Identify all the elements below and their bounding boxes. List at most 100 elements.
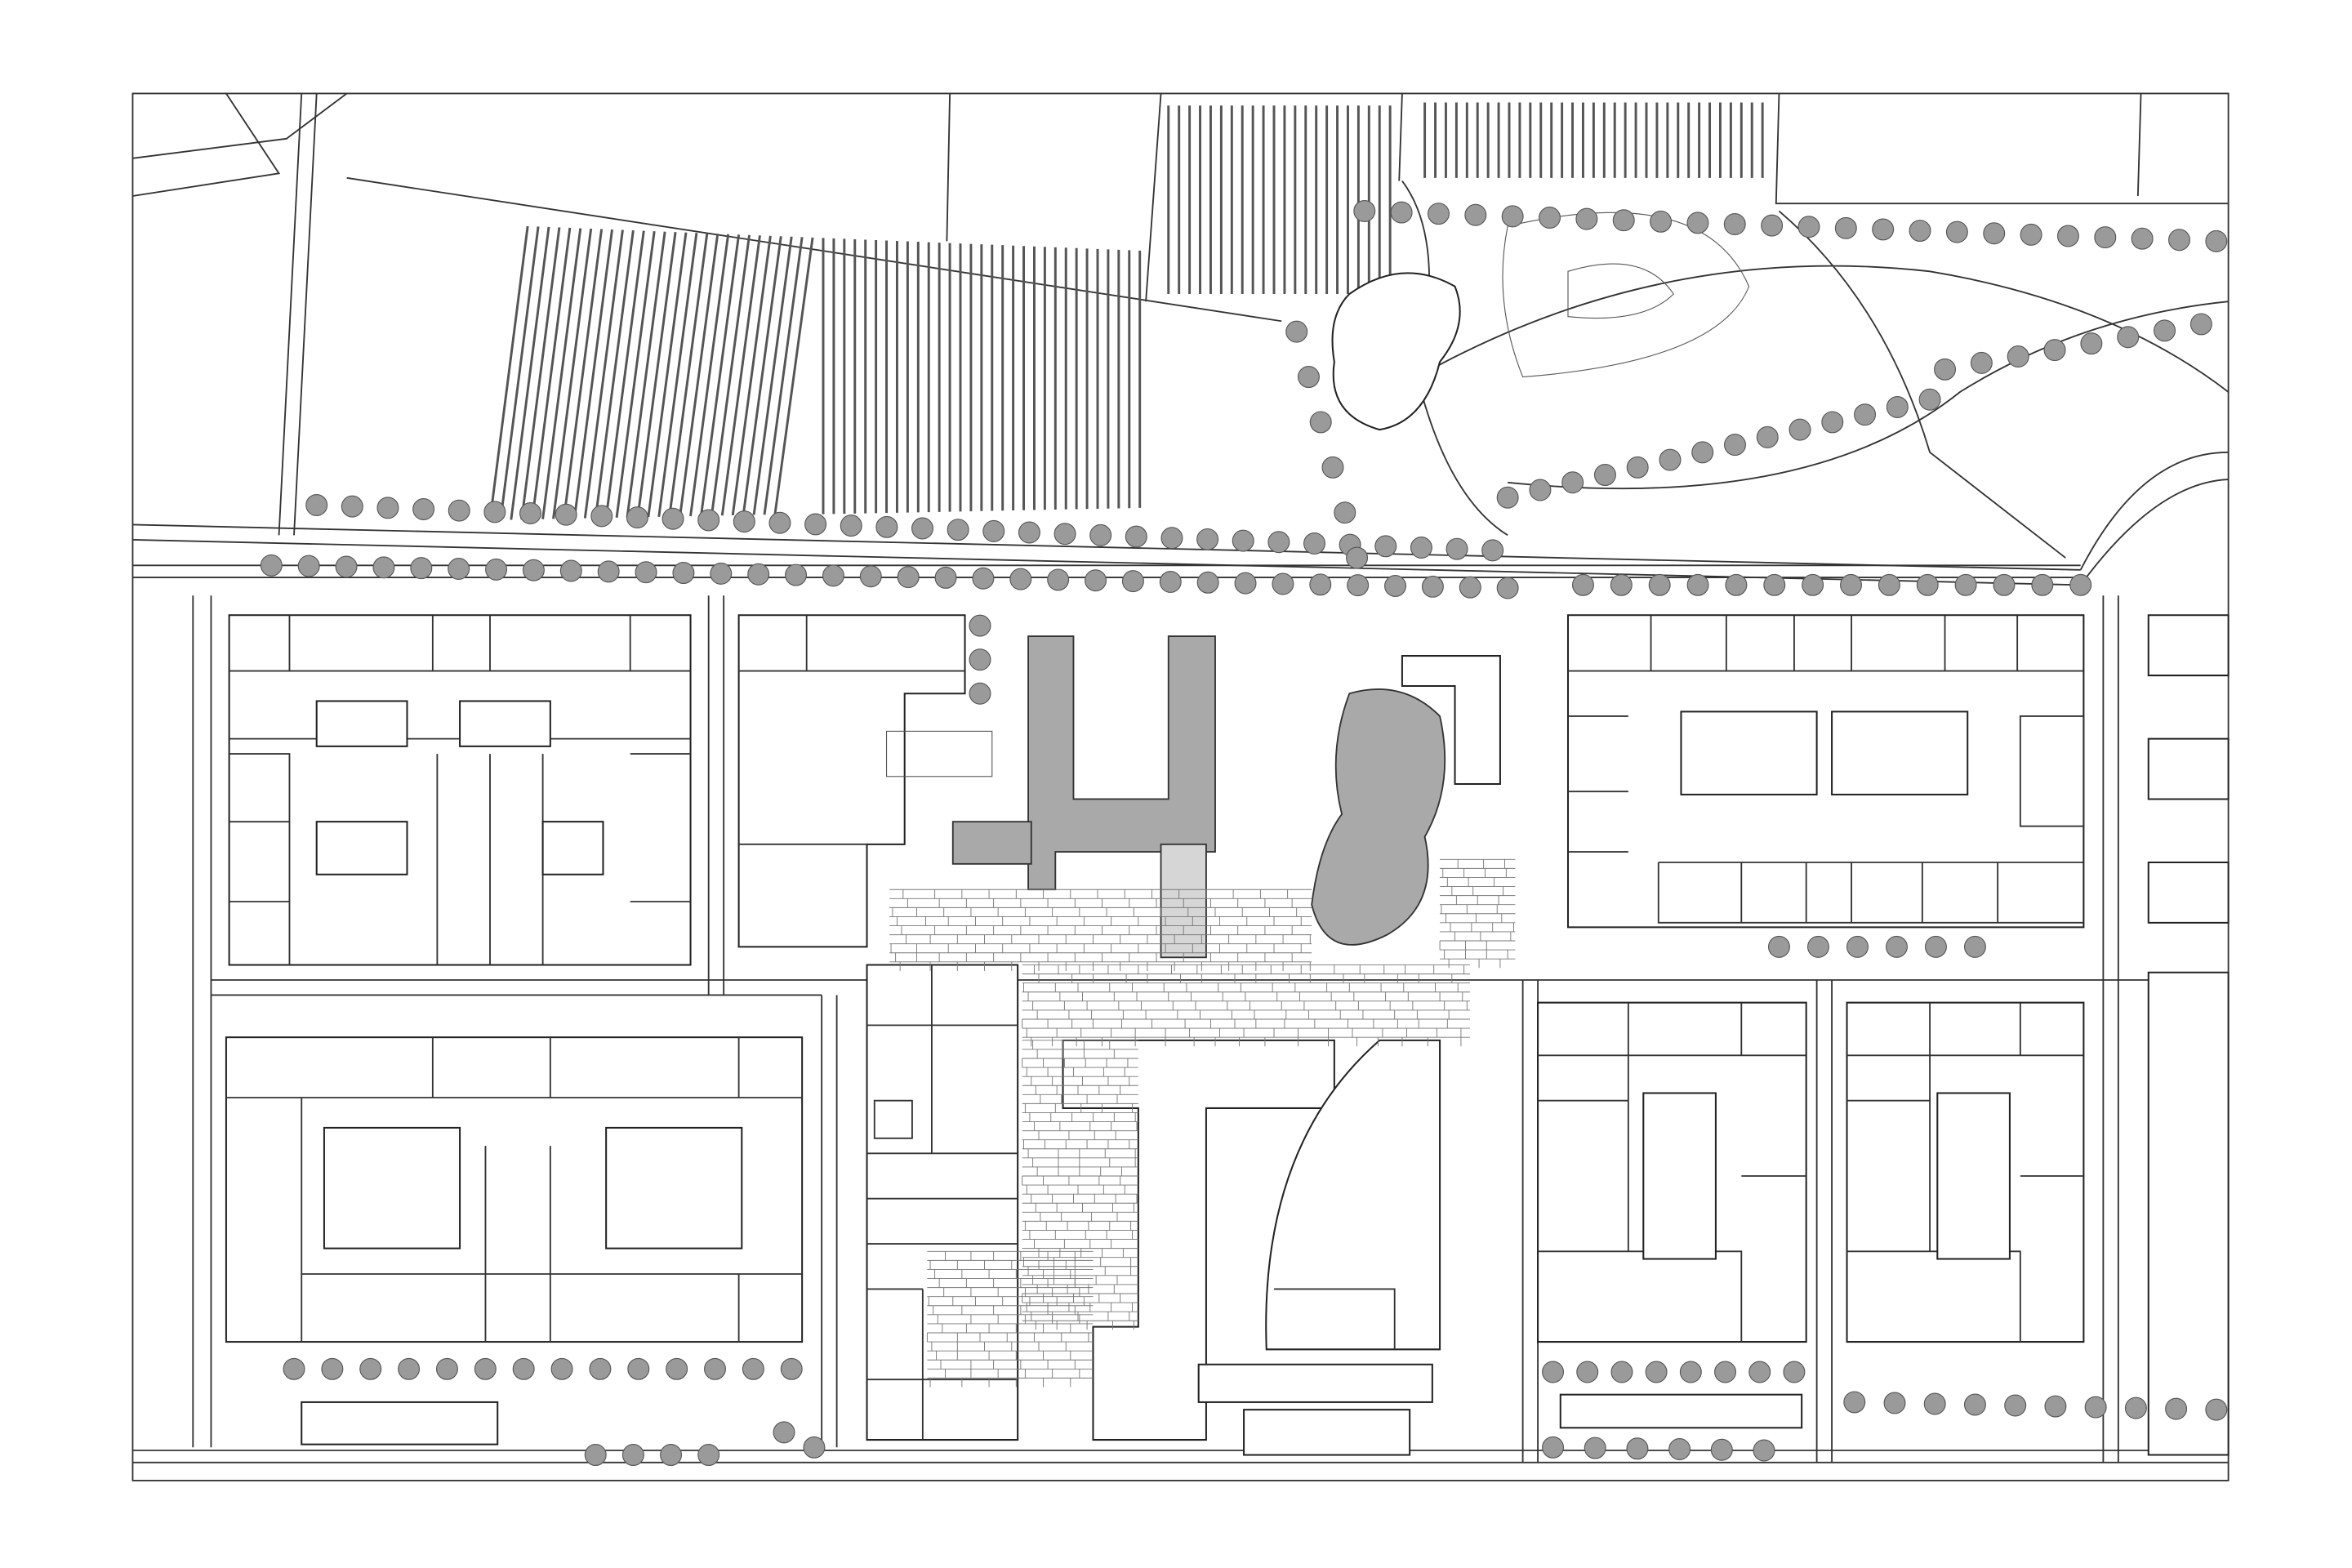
tree bbox=[1763, 573, 1786, 596]
tree bbox=[1309, 411, 1332, 434]
tree bbox=[512, 1357, 535, 1380]
tree bbox=[1659, 448, 1682, 471]
tree bbox=[1346, 546, 1369, 569]
tree bbox=[1883, 1392, 1906, 1414]
tree bbox=[1542, 1361, 1565, 1383]
tree bbox=[635, 561, 657, 584]
tree bbox=[2007, 345, 2029, 368]
tree bbox=[1821, 411, 1844, 434]
tree bbox=[697, 509, 720, 532]
tree bbox=[2189, 313, 2212, 336]
tree bbox=[1121, 570, 1144, 593]
tree bbox=[1724, 434, 1746, 457]
tree bbox=[1648, 573, 1671, 596]
field-row bbox=[583, 229, 624, 519]
tree bbox=[1753, 1439, 1775, 1462]
tree bbox=[626, 506, 648, 529]
tree bbox=[1321, 456, 1344, 479]
tree bbox=[1963, 935, 1986, 958]
field-row bbox=[594, 229, 635, 519]
tree bbox=[1916, 573, 1939, 596]
tree bbox=[897, 566, 920, 589]
tree bbox=[1761, 214, 1784, 237]
tree bbox=[1561, 471, 1584, 494]
tree bbox=[559, 559, 582, 582]
tree bbox=[1710, 1438, 1733, 1461]
tree bbox=[2205, 229, 2228, 252]
tree bbox=[305, 493, 328, 516]
tree bbox=[2084, 1396, 2107, 1419]
tree bbox=[1421, 575, 1444, 598]
tree bbox=[410, 557, 433, 580]
tree bbox=[359, 1357, 382, 1380]
tree bbox=[710, 562, 733, 585]
tree bbox=[260, 554, 283, 577]
tree bbox=[2031, 573, 2054, 596]
tree bbox=[1612, 209, 1635, 232]
tree bbox=[1872, 218, 1895, 241]
tree bbox=[1679, 1361, 1702, 1383]
tree bbox=[704, 1357, 726, 1380]
tree bbox=[2205, 1398, 2228, 1421]
tree bbox=[1846, 935, 1869, 958]
tree bbox=[1390, 201, 1413, 224]
field-rows bbox=[488, 102, 1764, 521]
tree bbox=[1714, 1361, 1737, 1383]
tree bbox=[2124, 1396, 2147, 1419]
tree bbox=[321, 1357, 344, 1380]
tree bbox=[1686, 212, 1709, 234]
tree bbox=[435, 1357, 458, 1380]
tree bbox=[485, 558, 508, 581]
tree bbox=[1993, 573, 2016, 596]
tree bbox=[1576, 1361, 1599, 1383]
tree bbox=[1085, 569, 1107, 592]
tree bbox=[376, 497, 399, 519]
tree bbox=[1529, 479, 1552, 501]
tree bbox=[969, 614, 991, 637]
tree bbox=[1054, 523, 1076, 546]
tree bbox=[1297, 366, 1320, 389]
field-row bbox=[572, 229, 614, 519]
tree bbox=[1970, 351, 1993, 374]
field-row bbox=[520, 227, 561, 520]
tree bbox=[2056, 225, 2079, 247]
paved-plaza bbox=[889, 858, 1516, 1388]
tree bbox=[341, 495, 363, 518]
tree bbox=[448, 558, 470, 580]
tree bbox=[1840, 573, 1862, 596]
tree bbox=[335, 555, 358, 578]
fields bbox=[132, 92, 2229, 521]
field-row bbox=[742, 236, 782, 515]
tree bbox=[840, 514, 862, 537]
field-row bbox=[699, 234, 741, 516]
tree bbox=[1464, 203, 1487, 226]
field-row bbox=[689, 234, 730, 517]
tree bbox=[550, 1357, 573, 1380]
tree bbox=[1196, 571, 1219, 594]
tree bbox=[1410, 537, 1432, 559]
tree bbox=[1160, 527, 1183, 550]
field-row bbox=[510, 226, 550, 520]
tree bbox=[1854, 403, 1877, 426]
tree bbox=[1481, 539, 1504, 562]
field-row bbox=[541, 228, 582, 519]
tree bbox=[822, 564, 844, 587]
tree bbox=[1983, 222, 2006, 245]
tree bbox=[1272, 572, 1294, 595]
tree bbox=[1691, 441, 1714, 464]
tree bbox=[1089, 523, 1112, 546]
tree bbox=[589, 1357, 612, 1380]
tree bbox=[742, 1357, 764, 1380]
tree bbox=[1303, 532, 1325, 555]
tree bbox=[2131, 227, 2154, 250]
tree bbox=[1593, 464, 1616, 487]
tree bbox=[1756, 425, 1779, 448]
tree bbox=[969, 682, 991, 705]
tree bbox=[1309, 573, 1332, 596]
buildings bbox=[225, 614, 2230, 1456]
tree bbox=[2020, 223, 2042, 246]
tree bbox=[1125, 525, 1147, 548]
tree bbox=[519, 502, 541, 525]
tree bbox=[859, 565, 882, 588]
tree bbox=[1232, 529, 1254, 552]
